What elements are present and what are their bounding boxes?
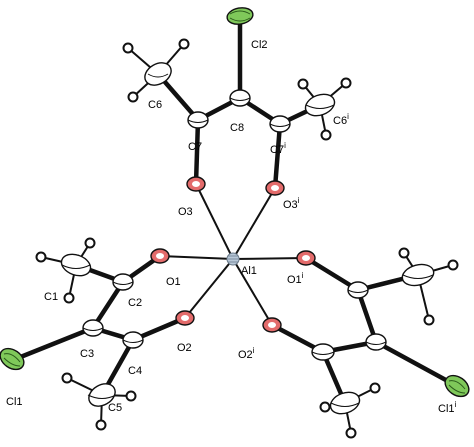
chlorine-atom-cl2 (226, 7, 254, 25)
bond-c3-cl1 (10, 325, 96, 363)
carbon-atom-c6 (144, 62, 172, 86)
hydrogen-atom (369, 382, 381, 394)
carbon-atom-c1 (60, 253, 92, 277)
atom-labels: Cl2 C6 C8 C7 C6i C7i O3 O3i C1 C2 O1 Al1… (6, 39, 457, 415)
bond-o1i-c-a (303, 255, 361, 293)
hydrogen-atom (84, 237, 96, 249)
label-cl1: Cl1 (6, 396, 23, 408)
carbon-atom-c7 (187, 111, 209, 129)
hydrogen-atom (423, 314, 435, 326)
bond-al-o3 (195, 183, 234, 260)
label-c5: C5 (108, 402, 122, 414)
carbon-atom-c7i (269, 115, 291, 133)
hydrogen-atom (61, 372, 73, 384)
aluminium-atom-al1 (226, 252, 240, 266)
hydrogen-atom (178, 38, 190, 50)
label-o1i: O1i (287, 271, 304, 286)
bond-al-o1 (159, 255, 234, 260)
carbon-atom-right-methyl-a (401, 263, 435, 287)
carbon-atom-right-methyl-c (329, 391, 361, 415)
label-c2: C2 (128, 297, 142, 309)
hydrogen-atom (125, 390, 137, 402)
hydrogen-atom (122, 42, 134, 54)
label-c6: C6 (148, 99, 162, 111)
carbon-atom-right-b (365, 333, 387, 351)
aluminium-oxygen-bonds (159, 183, 307, 326)
atoms-layer (0, 7, 470, 415)
carbon-atom-c8 (229, 89, 251, 107)
carbon-atom-right-c (311, 343, 335, 361)
bonds-layer (10, 17, 458, 406)
label-c3: C3 (80, 348, 94, 360)
hydrogen-atoms (35, 38, 459, 439)
bond-c-b-cl1i (373, 339, 458, 388)
hydrogen-atom (320, 129, 332, 141)
label-c7: C7 (188, 141, 202, 153)
carbon-atom-c4 (122, 331, 144, 349)
label-c1: C1 (44, 291, 58, 303)
label-c4: C4 (128, 365, 142, 377)
hydrogen-atom (297, 78, 309, 90)
hydrogen-atom (63, 292, 75, 304)
hydrogen-atom (127, 91, 139, 103)
bond-c7-o3 (193, 117, 201, 187)
carbon-atom-c6i (304, 93, 336, 117)
label-cl1i: Cl1i (438, 400, 457, 415)
carbon-atom-right-a (347, 281, 369, 299)
bond-c7i-o3i (272, 121, 283, 191)
label-o2: O2 (177, 342, 192, 354)
chlorine-atom-cl1 (0, 347, 25, 371)
chlorine-atom-cl1i (444, 374, 470, 398)
hydrogen-atom (319, 401, 331, 413)
carbon-atom-c5 (88, 383, 116, 407)
label-c6i: C6i (333, 112, 349, 127)
label-c8: C8 (230, 122, 244, 134)
carbon-atom-c3 (82, 319, 104, 337)
hydrogen-atom (345, 427, 357, 439)
hydrogen-atom (35, 251, 47, 263)
hydrogen-atom (398, 247, 410, 259)
label-o1: O1 (166, 276, 181, 288)
bond-al-o2 (184, 258, 234, 319)
label-o3i: O3i (283, 196, 300, 211)
hydrogen-atom (95, 419, 107, 431)
hydrogen-atom (447, 259, 459, 271)
bond-c-a-c-b (355, 287, 379, 345)
label-al1: Al1 (241, 265, 257, 277)
bond-al-o1i (232, 257, 307, 260)
bond-al-o3i (232, 187, 276, 260)
label-c7i: C7i (270, 141, 286, 156)
label-o2i: O2i (238, 346, 255, 361)
label-o3: O3 (178, 206, 193, 218)
carbon-atom-c2 (112, 273, 134, 291)
label-cl2: Cl2 (251, 39, 268, 51)
hydrogen-atom (340, 77, 352, 89)
bond-al-o2i (232, 258, 273, 326)
